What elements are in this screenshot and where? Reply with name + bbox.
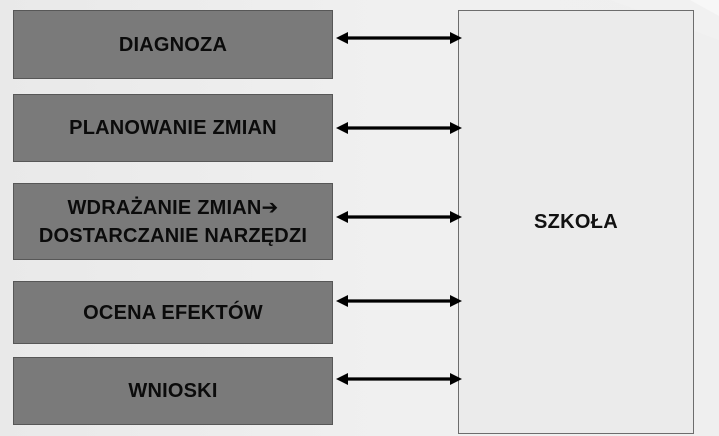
- step-box-diagnoza: DIAGNOZA: [13, 10, 333, 79]
- step-label-wnioski: WNIOSKI: [128, 380, 218, 402]
- step-label-ocena-efektow: OCENA EFEKTÓW: [83, 301, 263, 324]
- double-arrow-wnioski-szkola: [336, 373, 462, 385]
- double-arrow-wdrazanie-szkola: [336, 211, 462, 223]
- step-label-wdrazanie-zmian-line-2: DOSTARCZANIE NARZĘDZI: [38, 224, 308, 247]
- step-box-planowanie-zmian: PLANOWANIE ZMIAN: [13, 94, 333, 162]
- double-arrow-planowanie-szkola: [336, 122, 462, 134]
- double-arrow-ocena-szkola: [336, 295, 462, 307]
- double-arrow-diagnoza-szkola: [336, 32, 462, 44]
- target-box-szkola: SZKOŁA: [458, 10, 694, 434]
- step-label-planowanie-zmian: PLANOWANIE ZMIAN: [69, 117, 277, 139]
- step-label-diagnoza: DIAGNOZA: [118, 33, 228, 56]
- step-box-ocena-efektow: OCENA EFEKTÓW: [13, 281, 333, 344]
- step-box-wnioski: WNIOSKI: [13, 357, 333, 425]
- target-label-szkola: SZKOŁA: [533, 210, 619, 233]
- step-label-wdrazanie-zmian-line-1: WDRAŻANIE ZMIAN➔: [67, 196, 279, 219]
- step-box-wdrazanie-zmian: WDRAŻANIE ZMIAN➔ DOSTARCZANIE NARZĘDZI: [13, 183, 333, 260]
